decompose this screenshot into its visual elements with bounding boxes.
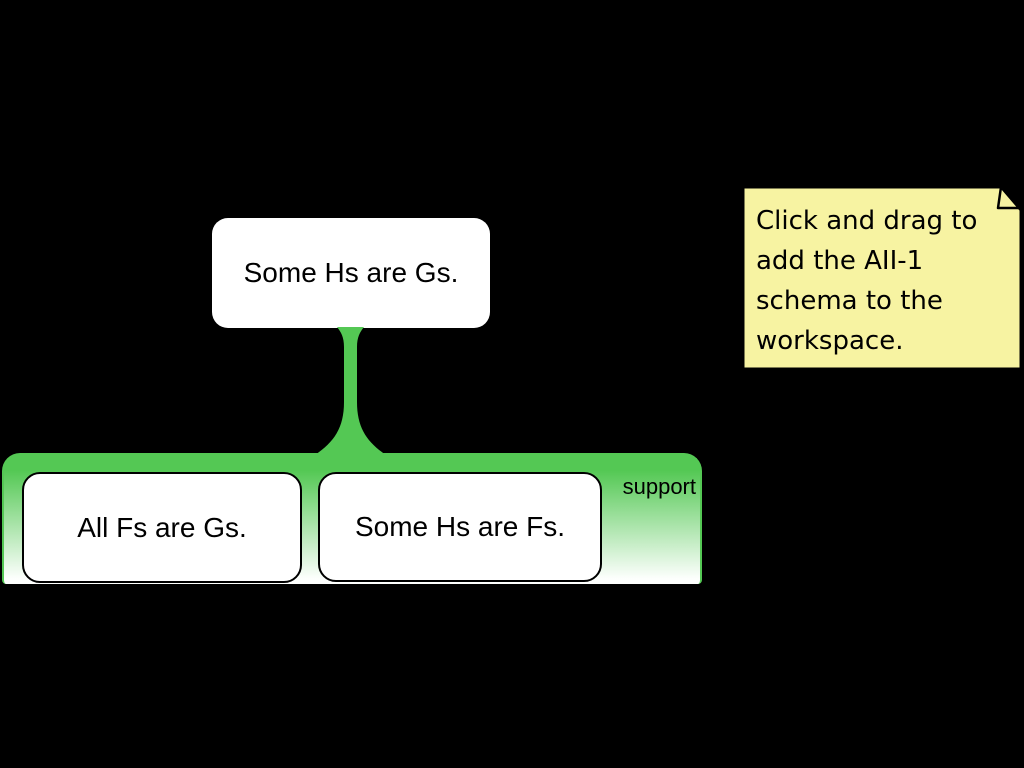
premise-1-text: All Fs are Gs. — [77, 511, 247, 543]
premise-box-1[interactable]: All Fs are Gs. — [22, 472, 302, 583]
premise-box-2[interactable]: Some Hs are Fs. — [318, 472, 602, 582]
folded-corner-icon — [996, 185, 1021, 210]
conclusion-text: Some Hs are Gs. — [243, 257, 459, 288]
note-body — [741, 185, 1023, 371]
support-label: support — [622, 474, 696, 499]
note-text-block: Click and drag to add the AII-1 schema t… — [756, 201, 1006, 361]
note-line-2: add the AII-1 — [756, 246, 924, 276]
conclusion-box[interactable]: Some Hs are Gs. — [212, 218, 490, 328]
note-line-4: workspace. — [756, 326, 904, 356]
support-connector[interactable] — [300, 324, 420, 456]
premise-2-text: Some Hs are Fs. — [354, 511, 566, 542]
note-line-1: Click and drag to — [756, 206, 978, 236]
note-line-3: schema to the — [756, 286, 943, 316]
instruction-note — [741, 185, 1023, 371]
connector-shape — [315, 327, 386, 455]
